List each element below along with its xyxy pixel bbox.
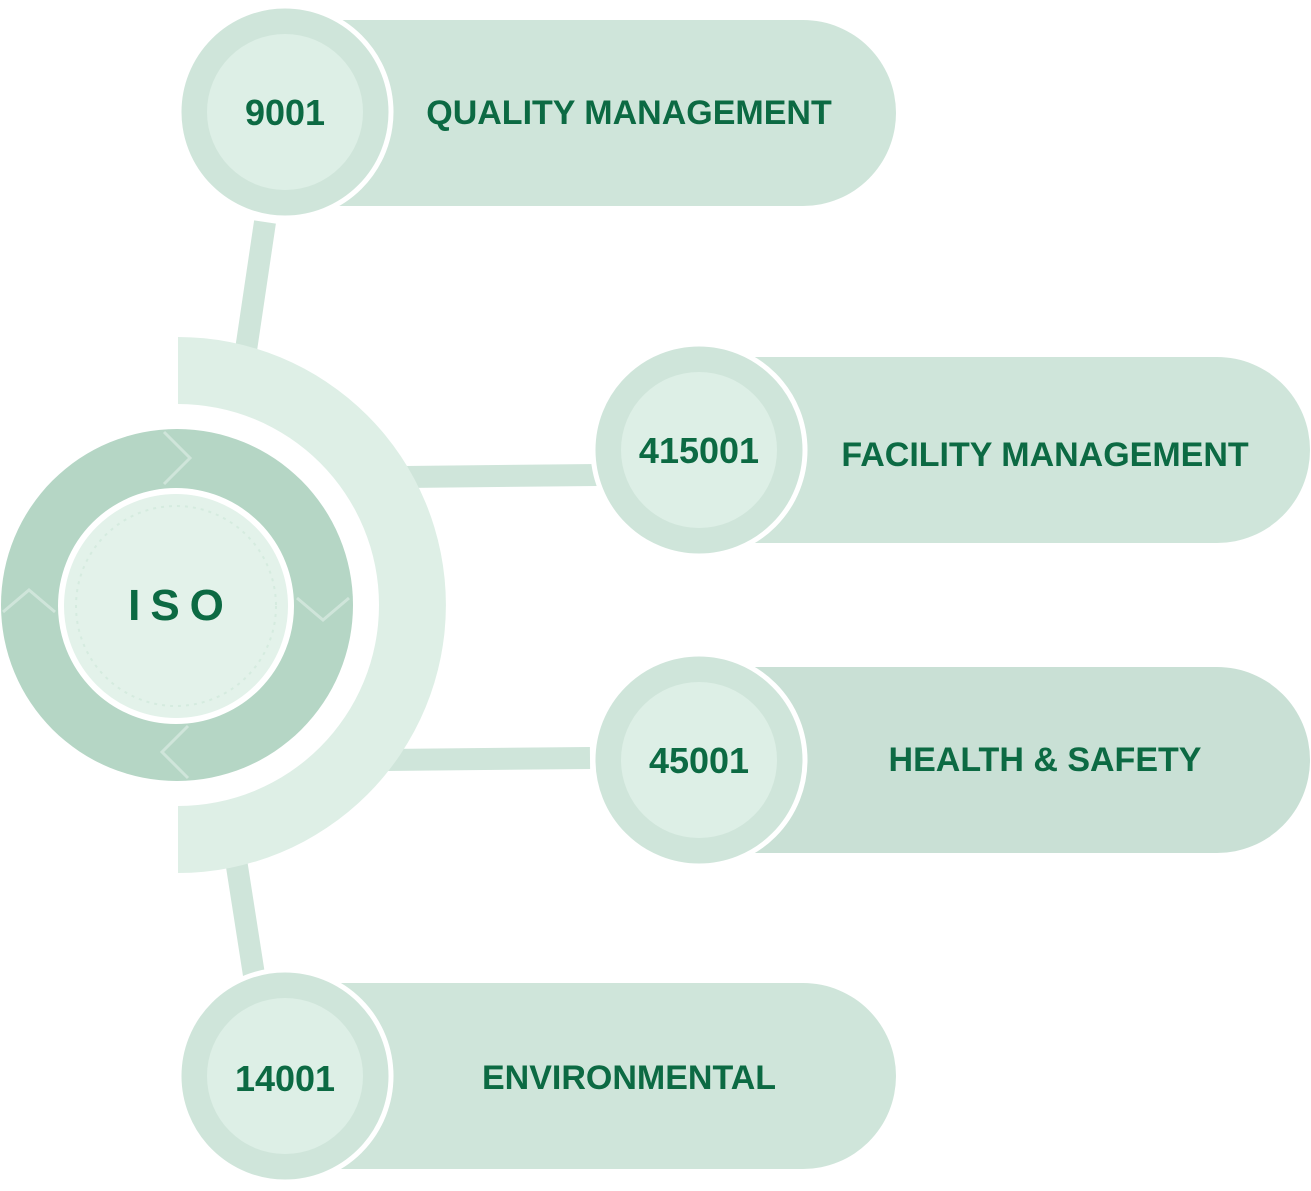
standard-label: ENVIRONMENTAL bbox=[482, 1059, 776, 1097]
hub-arrow-bottom bbox=[159, 724, 190, 780]
standard-code: 45001 bbox=[649, 740, 749, 781]
standard-pill bbox=[700, 667, 1310, 853]
hub-inner-texture bbox=[75, 505, 277, 707]
standard-node-45001: 45001 HEALTH & SAFETY bbox=[590, 651, 1310, 869]
iso-hub: ISO bbox=[1, 429, 353, 781]
standard-label: FACILITY MANAGEMENT bbox=[841, 436, 1249, 474]
standard-code-inner bbox=[207, 998, 363, 1154]
hub-arrow-right bbox=[296, 596, 350, 622]
standard-code: 14001 bbox=[235, 1058, 335, 1099]
standard-node-415001: 415001 FACILITY MANAGEMENT bbox=[590, 341, 1310, 559]
standard-label: HEALTH & SAFETY bbox=[889, 741, 1202, 779]
connectors bbox=[225, 220, 599, 977]
hub-arc bbox=[178, 337, 446, 873]
standard-code-inner bbox=[621, 682, 777, 838]
connector-45001 bbox=[384, 747, 591, 771]
standard-code: 9001 bbox=[245, 92, 325, 133]
standard-pill bbox=[280, 983, 896, 1169]
hub-arrow-top bbox=[162, 430, 193, 486]
connector-415001 bbox=[404, 464, 599, 488]
hub-label: ISO bbox=[128, 581, 234, 630]
hub-arrow-left bbox=[2, 588, 56, 614]
standard-code-inner bbox=[621, 372, 777, 528]
connector-14001 bbox=[225, 858, 265, 977]
standard-node-9001: 9001 QUALITY MANAGEMENT bbox=[176, 3, 896, 221]
hub-inner-circle bbox=[58, 488, 294, 724]
standard-pill bbox=[280, 20, 896, 206]
standard-node-14001: 14001 ENVIRONMENTAL bbox=[176, 967, 896, 1185]
standard-code-inner bbox=[207, 34, 363, 190]
standard-pill bbox=[700, 357, 1310, 543]
connector-9001 bbox=[235, 220, 276, 352]
standard-code: 415001 bbox=[639, 430, 759, 471]
standard-label: QUALITY MANAGEMENT bbox=[426, 94, 832, 132]
